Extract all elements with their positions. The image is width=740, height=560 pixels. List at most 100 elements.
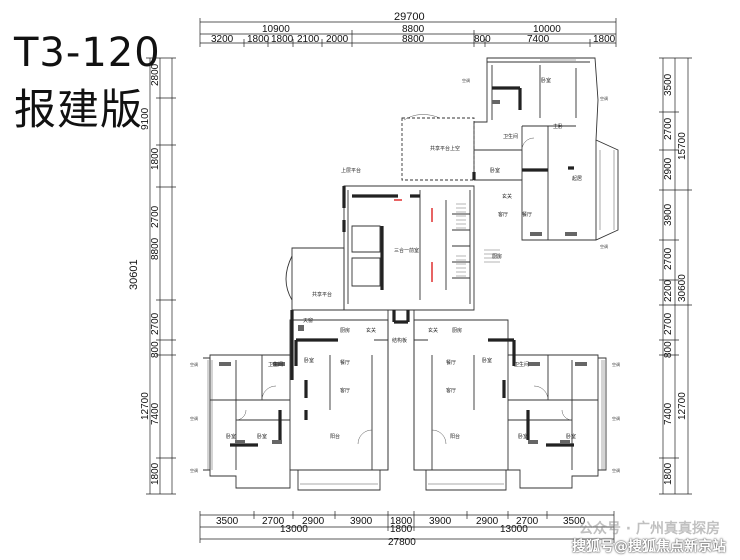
room-shared-upper: 共享平台上空 bbox=[430, 145, 460, 152]
dim-top-r3-6: 800 bbox=[474, 34, 491, 45]
dim-bot-r1-1: 2700 bbox=[262, 516, 285, 527]
note-ac-5: 空调 bbox=[612, 415, 620, 421]
room-living2-top: 起居 bbox=[572, 176, 582, 182]
dim-left-9: 1800 bbox=[150, 462, 161, 485]
dim-top-r3-0: 3200 bbox=[211, 34, 234, 45]
room-upper-balcony: 上层平台 bbox=[341, 167, 361, 174]
ac-notes: 空调 空调 空调 空调 空调 空调 空调 空调 空调 bbox=[190, 77, 620, 473]
room-shared-platform: 共享平台 bbox=[312, 291, 332, 298]
note-ac-1: 空调 bbox=[190, 361, 198, 367]
dim-top-r2-0: 10900 bbox=[262, 24, 290, 35]
dim-bot-r1-6: 2900 bbox=[476, 516, 499, 527]
room-living-right: 客厅 bbox=[446, 387, 456, 394]
room-bedroom-left-upper: 卧室 bbox=[304, 357, 314, 364]
dim-left-7: 12700 bbox=[140, 392, 151, 420]
dim-right-mid-0: 15700 bbox=[677, 132, 688, 160]
room-skylight-left: 天窗 bbox=[303, 317, 313, 324]
room-bedroom-right: 卧室 bbox=[518, 433, 528, 440]
dim-right-mid-2: 12700 bbox=[677, 392, 688, 420]
walls-structural bbox=[230, 86, 574, 447]
dimension-right bbox=[659, 57, 692, 495]
dim-bot-r2-2: 13000 bbox=[500, 524, 528, 535]
room-hall-left: 玄关 bbox=[366, 327, 376, 334]
room-bedroom-right-upper: 卧室 bbox=[482, 357, 492, 364]
dim-bot-r2-0: 13000 bbox=[280, 524, 308, 535]
note-ac-3: 空调 bbox=[190, 467, 198, 473]
room-bedroom-left2: 卧室 bbox=[257, 433, 267, 440]
room-balcony-left: 阳台 bbox=[330, 433, 340, 440]
dim-left-1: 9100 bbox=[140, 107, 151, 130]
dim-top-r3-4: 2000 bbox=[326, 34, 349, 45]
fixtures bbox=[219, 100, 587, 444]
dim-right-0: 3500 bbox=[663, 73, 674, 96]
fixture bbox=[528, 362, 540, 366]
dim-bot-r1-5: 3900 bbox=[429, 516, 452, 527]
fixture bbox=[273, 362, 285, 366]
fixture bbox=[530, 232, 542, 236]
room-shaft: 结构板 bbox=[392, 337, 407, 344]
room-bedroom-right2: 卧室 bbox=[566, 433, 576, 440]
fixture bbox=[298, 325, 304, 331]
room-bedroom-left: 卧室 bbox=[226, 433, 236, 440]
room-master-top: 主卧 bbox=[553, 123, 563, 130]
room-bedroom-top2: 卧室 bbox=[490, 167, 500, 174]
dim-right-7: 800 bbox=[663, 341, 674, 358]
dim-right-9: 1800 bbox=[663, 462, 674, 485]
room-bath-top: 卫生间 bbox=[503, 133, 518, 140]
dim-bottom-row2-labels: 13000 1800 13000 27800 bbox=[280, 524, 528, 548]
dim-left-0: 2800 bbox=[150, 63, 161, 86]
dim-bot-r1-4: 1800 bbox=[390, 516, 413, 527]
stair-hatch bbox=[456, 203, 500, 277]
dim-top-r3-7: 7400 bbox=[527, 34, 550, 45]
dimension-bottom bbox=[199, 511, 615, 543]
dim-right-1: 2700 bbox=[663, 117, 674, 140]
dim-bot-total: 27800 bbox=[388, 537, 416, 548]
room-living-top: 客厅 bbox=[498, 211, 508, 218]
door-swings bbox=[235, 114, 573, 445]
dim-left-labels: 2800 9100 1800 2700 8800 2700 800 12700 … bbox=[128, 63, 161, 485]
dim-right-5: 2200 bbox=[663, 279, 674, 302]
plan-title-code: T3-120 bbox=[14, 30, 161, 76]
dim-right-8: 7400 bbox=[663, 402, 674, 425]
room-bath-right: 卫生间 bbox=[514, 361, 529, 368]
fixture bbox=[565, 232, 577, 236]
room-kitchen-right: 厨房 bbox=[452, 327, 462, 334]
room-kitchen-left: 厨房 bbox=[340, 327, 350, 334]
watermark-sohu: 搜狐号@搜狐焦点新京站 bbox=[572, 539, 726, 555]
dim-bot-r1-7: 2700 bbox=[516, 516, 539, 527]
dim-bot-r1-3: 3900 bbox=[350, 516, 373, 527]
room-labels: 卧室 主卧 卫生间 卧室 起居 玄关 客厅 餐厅 厨房 共享平台上空 上层平台 … bbox=[226, 77, 582, 440]
dim-top-r3-5: 8800 bbox=[402, 34, 425, 45]
dim-right-4: 2700 bbox=[663, 247, 674, 270]
fixture bbox=[219, 362, 231, 366]
dim-top-r3-2: 1800 bbox=[271, 34, 294, 45]
dim-top-row2-labels: 10900 8800 10000 bbox=[262, 24, 561, 35]
room-bedroom-top: 卧室 bbox=[541, 77, 551, 84]
dim-top-r3-1: 1800 bbox=[247, 34, 270, 45]
dim-right-3: 3900 bbox=[663, 203, 674, 226]
dim-top-total: 29700 bbox=[394, 11, 425, 23]
dim-right-labels: 3500 2700 2900 3900 2700 2200 2700 800 7… bbox=[663, 73, 688, 485]
plan-title-version: 报建版 bbox=[14, 85, 144, 134]
dimension-left bbox=[146, 57, 176, 495]
dim-bot-r2-1: 1800 bbox=[390, 524, 413, 535]
room-balcony-right: 阳台 bbox=[450, 433, 460, 440]
dim-top-row3-labels: 3200 1800 1800 2100 2000 8800 800 7400 1… bbox=[211, 34, 616, 45]
dim-right-6: 2700 bbox=[663, 312, 674, 335]
dim-top-r3-8: 1800 bbox=[593, 34, 616, 45]
dimension-top bbox=[199, 18, 617, 47]
room-dining-left: 餐厅 bbox=[340, 359, 350, 366]
dim-bot-r1-8: 3500 bbox=[563, 516, 586, 527]
dim-bot-r1-0: 3500 bbox=[216, 516, 239, 527]
note-ac-2: 空调 bbox=[190, 415, 198, 421]
note-ac-7: 空调 bbox=[600, 95, 608, 101]
note-ac-8: 空调 bbox=[600, 243, 608, 249]
room-dining-top: 餐厅 bbox=[522, 211, 532, 218]
watermark-wechat: 公众号 · 广州真真探房 bbox=[578, 521, 720, 537]
dim-left-2: 1800 bbox=[150, 147, 161, 170]
dim-left-total: 30601 bbox=[128, 259, 140, 290]
room-living-left: 客厅 bbox=[340, 387, 350, 394]
room-lobby: 三合一前室 bbox=[394, 247, 419, 254]
windows bbox=[207, 59, 615, 485]
